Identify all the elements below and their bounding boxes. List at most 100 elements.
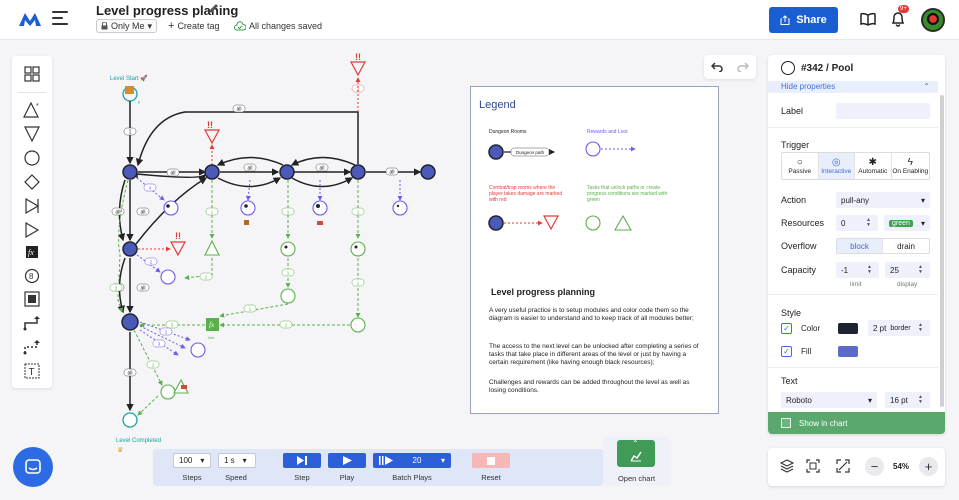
- reward-pool[interactable]: [240, 200, 256, 216]
- overflow-block[interactable]: block: [837, 239, 884, 253]
- state-connection-icon[interactable]: [20, 337, 44, 357]
- check-icon: ✓: [783, 324, 790, 333]
- trigger-interactive[interactable]: ◎Interactive: [818, 153, 855, 179]
- zoom-level: 54%: [893, 462, 910, 471]
- task-pool[interactable]: [280, 241, 296, 257]
- register-info-label: info: [208, 335, 215, 340]
- diagram-canvas[interactable]: Level Start 🚀 1 all all all all all all …: [60, 44, 460, 459]
- speed-dropdown[interactable]: 1 s ▾: [218, 453, 256, 468]
- p-marker: p: [138, 99, 141, 104]
- reward-pool[interactable]: [160, 269, 176, 285]
- room-pool[interactable]: [122, 241, 138, 257]
- task-pool[interactable]: [160, 384, 176, 400]
- edit-title-icon[interactable]: [208, 3, 219, 14]
- grid-icon[interactable]: [20, 64, 44, 84]
- label-input[interactable]: [836, 103, 930, 119]
- open-chart-panel[interactable]: ⌃ Open chart: [603, 437, 670, 486]
- fullscreen-icon[interactable]: [836, 459, 850, 473]
- color-swatch[interactable]: [838, 323, 858, 334]
- text-label-icon[interactable]: T: [20, 361, 44, 381]
- trader-icon[interactable]: [20, 220, 44, 240]
- delay-icon[interactable]: 8: [20, 266, 44, 286]
- open-chart-button[interactable]: ⌃: [617, 439, 655, 467]
- capacity-limit-input[interactable]: -1 ▲▼: [836, 262, 879, 278]
- room-pool[interactable]: [350, 164, 366, 180]
- resource-color-dropdown[interactable]: green ▾: [884, 215, 930, 231]
- share-button[interactable]: Share: [769, 7, 838, 33]
- panel-scrollbar[interactable]: [940, 95, 944, 407]
- task-pool[interactable]: [350, 241, 366, 257]
- source-icon[interactable]: *: [20, 100, 44, 120]
- fill-checkbox[interactable]: ✓: [781, 346, 792, 357]
- action-dropdown[interactable]: pull-any ▾: [836, 192, 930, 208]
- fill-swatch[interactable]: [838, 346, 858, 357]
- diagram-title[interactable]: Level progress planing: [96, 3, 239, 18]
- room-pool-selected[interactable]: [121, 313, 139, 331]
- room-pool[interactable]: [204, 164, 220, 180]
- resources-input[interactable]: 0 ▲▼: [836, 215, 878, 231]
- menu-icon[interactable]: [52, 11, 68, 25]
- overflow-drain[interactable]: drain: [897, 241, 915, 251]
- damage-drain[interactable]: [203, 129, 221, 145]
- converter-icon[interactable]: [20, 196, 44, 216]
- drain-icon[interactable]: [20, 124, 44, 144]
- trigger-automatic[interactable]: ✱Automatic: [855, 153, 892, 179]
- legend-combat-sample: [488, 215, 560, 231]
- notifications-button[interactable]: 9+: [891, 5, 909, 30]
- register-node[interactable]: [206, 318, 219, 331]
- pool-icon[interactable]: [20, 148, 44, 168]
- user-avatar[interactable]: [921, 8, 945, 32]
- top-damage-drain[interactable]: [349, 61, 367, 77]
- save-status-label: All changes saved: [249, 21, 323, 31]
- show-in-chart-checkbox[interactable]: [781, 418, 791, 428]
- step-button[interactable]: [283, 453, 321, 468]
- reset-button[interactable]: [472, 453, 510, 468]
- border-size-input[interactable]: 2 pt border ▲▼: [868, 320, 930, 336]
- room-pool[interactable]: [420, 164, 436, 180]
- undo-button[interactable]: [704, 55, 730, 79]
- tool-palette: * fx 8 T: [12, 56, 52, 388]
- layers-icon[interactable]: [780, 459, 794, 473]
- machinations-logo[interactable]: [18, 11, 42, 27]
- capacity-limit-value: -1: [841, 265, 849, 275]
- hide-properties-toggle[interactable]: Hide properties ⌃: [768, 81, 938, 93]
- redo-button[interactable]: [730, 55, 756, 79]
- zoom-in-button[interactable]: +: [919, 457, 938, 476]
- trigger-passive[interactable]: ○Passive: [782, 153, 819, 179]
- task-pool[interactable]: [280, 288, 296, 304]
- font-dropdown[interactable]: Roboto ▾: [781, 392, 877, 408]
- reward-pool[interactable]: [312, 200, 328, 216]
- show-in-chart-toggle[interactable]: Show in chart: [768, 412, 945, 434]
- play-button[interactable]: [328, 453, 366, 468]
- edge-label: 2: [165, 330, 168, 335]
- fit-selection-icon[interactable]: [806, 459, 820, 473]
- steps-dropdown[interactable]: 100 ▾: [173, 453, 211, 468]
- level-end-pool[interactable]: [122, 412, 138, 428]
- reward-pool[interactable]: [163, 200, 179, 216]
- zoom-out-button[interactable]: −: [865, 457, 884, 476]
- room-pool[interactable]: [279, 164, 295, 180]
- legend-box[interactable]: Legend Dungeon Rooms Dungeon path Reward…: [470, 86, 719, 414]
- create-tag-button[interactable]: + Create tag: [168, 19, 219, 33]
- damage-drain[interactable]: [169, 241, 187, 257]
- color-checkbox[interactable]: ✓: [781, 323, 792, 334]
- font-size-input[interactable]: 16 pt ▲▼: [885, 392, 930, 408]
- visibility-dropdown[interactable]: Only Me ▾: [96, 19, 158, 33]
- room-pool[interactable]: [122, 164, 138, 180]
- gate-icon[interactable]: [20, 172, 44, 192]
- resource-connection-icon[interactable]: [20, 313, 44, 333]
- end-condition-icon[interactable]: [20, 289, 44, 309]
- chevron-down-icon: ▾: [440, 456, 445, 465]
- book-icon[interactable]: [860, 12, 876, 26]
- reward-pool[interactable]: [392, 200, 408, 216]
- chat-button[interactable]: [13, 447, 53, 487]
- register-icon[interactable]: fx: [20, 242, 44, 262]
- batch-plays-control[interactable]: 20 ▾: [373, 453, 451, 468]
- edge-r1-r2-b: [217, 177, 282, 188]
- trigger-option-label: Interactive: [821, 168, 852, 175]
- task-source[interactable]: [204, 239, 220, 256]
- capacity-display-input[interactable]: 25 ▲▼: [885, 262, 930, 278]
- task-pool[interactable]: [350, 317, 366, 333]
- reward-pool[interactable]: [190, 342, 206, 358]
